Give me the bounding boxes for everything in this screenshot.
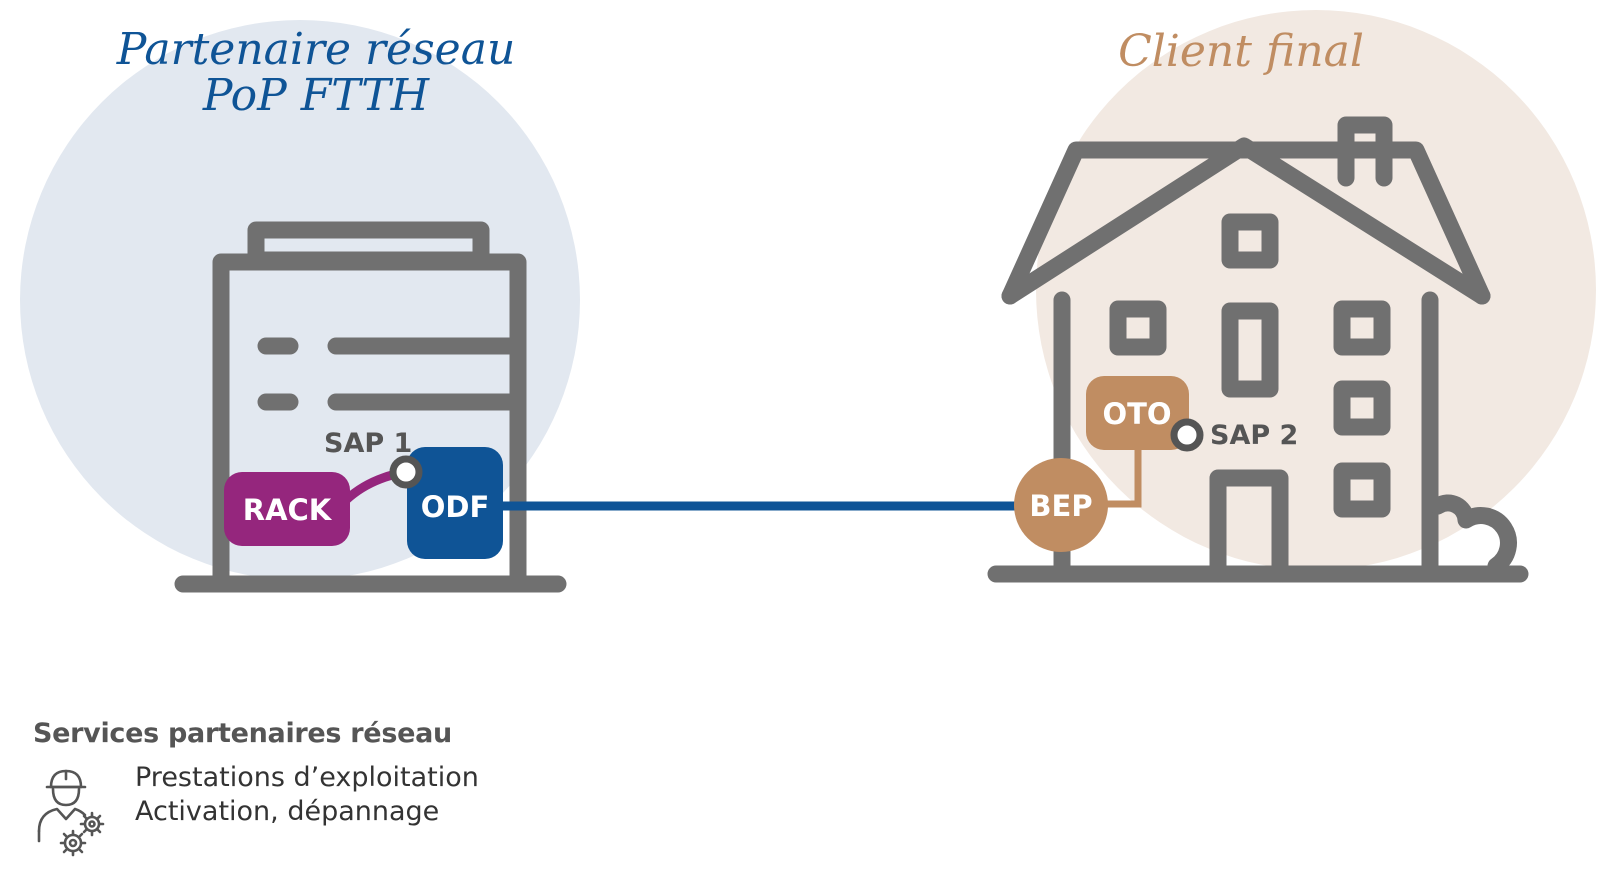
bep-oto-connector bbox=[1104, 440, 1142, 508]
rack-label: RACK bbox=[243, 493, 333, 527]
odf-node: ODF bbox=[407, 447, 503, 559]
left-site-title-line1: Partenaire réseau bbox=[116, 24, 516, 75]
services-line-2: Activation, dépannage bbox=[135, 796, 440, 827]
services-heading: Services partenaires réseau bbox=[33, 718, 452, 749]
left-site-title-line2: PoP FTTH bbox=[202, 70, 431, 121]
pop-building-icon bbox=[174, 221, 567, 593]
oto-label: OTO bbox=[1102, 397, 1171, 431]
rack-node: RACK bbox=[224, 472, 350, 546]
bep-label: BEP bbox=[1029, 489, 1092, 523]
sap2-label: SAP 2 bbox=[1210, 420, 1298, 451]
services-lines: Prestations d’exploitation Activation, d… bbox=[135, 761, 479, 829]
house-icon bbox=[987, 116, 1529, 583]
bep-node: BEP bbox=[1014, 458, 1108, 552]
sap1-point bbox=[389, 455, 423, 489]
odf-label: ODF bbox=[421, 490, 490, 524]
services-line-1: Prestations d’exploitation bbox=[135, 762, 479, 793]
right-site-title: Client final bbox=[1118, 26, 1364, 77]
sap2-point bbox=[1170, 418, 1204, 452]
right-site-circle bbox=[1036, 10, 1596, 570]
oto-node: OTO bbox=[1086, 376, 1189, 450]
services-panel: Services partenaires réseau Prestations … bbox=[33, 718, 479, 861]
sap1-label: SAP 1 bbox=[324, 428, 412, 459]
left-site-circle bbox=[20, 20, 580, 580]
technician-gears-icon bbox=[37, 769, 105, 857]
